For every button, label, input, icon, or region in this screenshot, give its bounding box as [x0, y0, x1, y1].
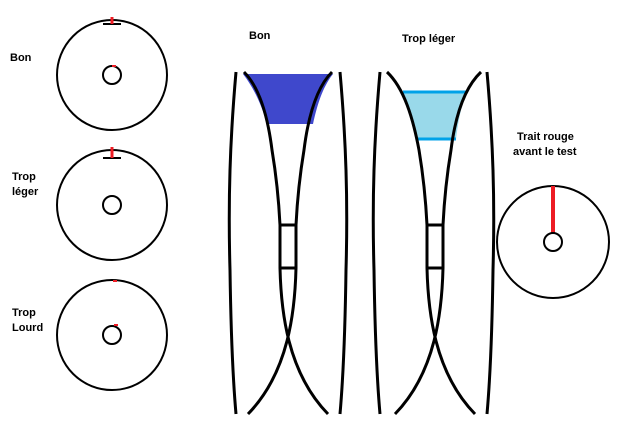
disc-hub — [543, 232, 563, 252]
disc-outline — [56, 19, 168, 131]
fill-good — [243, 74, 333, 124]
label-too-light-2: léger — [12, 186, 39, 198]
disc-too-heavy — [56, 279, 168, 391]
label-too-heavy-1: Trop — [12, 307, 36, 319]
disc-outline — [56, 279, 168, 391]
label-red-line-2: avant le test — [513, 146, 577, 158]
disc-hub — [102, 65, 122, 85]
inner-wall-left — [385, 70, 477, 416]
disc-outline — [56, 149, 168, 261]
outer-wall-left — [371, 71, 382, 415]
inner-wall-right — [393, 70, 483, 416]
disc-too-light — [56, 147, 168, 261]
profile-too-light — [371, 70, 496, 416]
outer-wall-left — [227, 71, 238, 415]
inner-wall-right — [246, 70, 334, 416]
label-profile-good: Bon — [249, 30, 271, 42]
label-good: Bon — [10, 52, 32, 64]
fill-too-light — [403, 92, 466, 139]
label-too-light-1: Trop — [12, 171, 36, 183]
disc-reference — [496, 185, 610, 299]
outer-wall-right — [338, 71, 349, 415]
disc-good — [56, 17, 168, 131]
disc-hub — [102, 195, 122, 215]
label-red-line-1: Trait rouge — [517, 131, 574, 143]
label-too-heavy-2: Lourd — [12, 322, 43, 334]
label-profile-too-light: Trop léger — [402, 33, 456, 45]
outer-wall-right — [485, 71, 496, 415]
disc-hub — [102, 325, 122, 345]
profile-good — [227, 70, 349, 416]
inner-wall-left — [242, 70, 330, 416]
